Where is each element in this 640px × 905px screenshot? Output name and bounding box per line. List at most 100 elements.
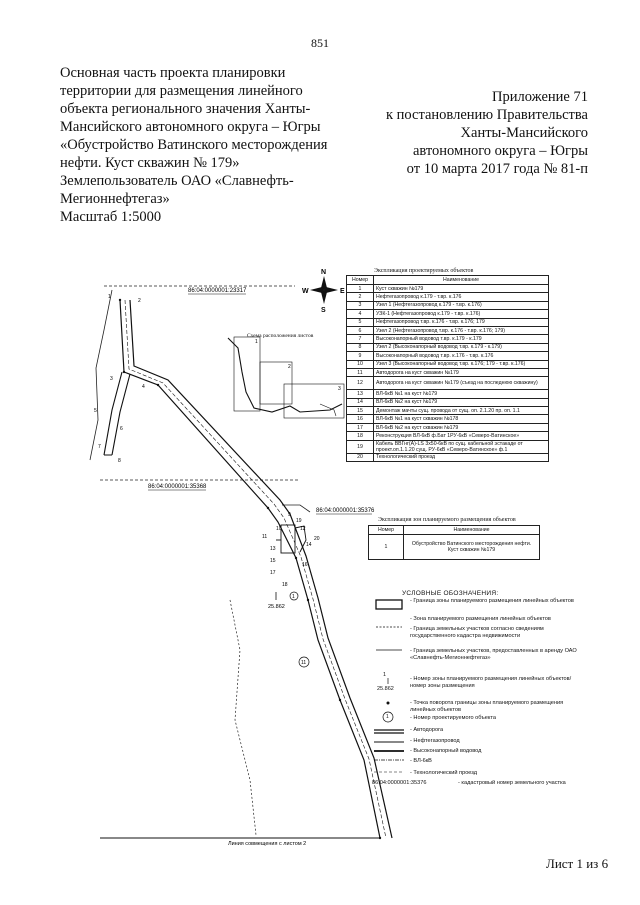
legend-item: - Точка поворота границы зоны планируемо… [410, 700, 564, 713]
legend-item: - Автодорога [410, 727, 444, 733]
appendix-header: Приложение 71 к постановлению Правительс… [380, 88, 588, 178]
scheme-caption: Схема расположения листов [247, 333, 314, 339]
map-number: 6 [120, 426, 123, 432]
map-number: 5 [94, 408, 97, 414]
zones-table: Номер Наименование 1 Обустройство Ватинс… [368, 525, 540, 560]
cell-number: 3 [346, 300, 374, 311]
column-header: Наименование [403, 525, 540, 535]
cell-number: 15 [346, 406, 374, 416]
scheme-sheet-number: 2 [288, 364, 291, 370]
legend-item: - Нефтегазопровод [410, 738, 460, 744]
cell-number: 11 [346, 367, 374, 378]
legend-item: - Высоконапорный водовод [410, 748, 482, 754]
svg-text:S: S [321, 307, 326, 314]
cell-number: 18 [346, 431, 374, 441]
parcel-boundary [282, 504, 311, 513]
cell-number: 17 [346, 422, 374, 433]
pad-cluster [276, 524, 307, 554]
cell-number: 16 [346, 414, 374, 424]
svg-text:W: W [302, 288, 309, 295]
map-number: 9 [288, 512, 291, 518]
cell-name: ВЛ-6кВ №1 на куст №179 [373, 389, 549, 399]
cell-number: 8 [346, 342, 374, 353]
cadastral-example: 86:04:0000001:35376 [372, 780, 427, 786]
title-line: «Обустройство Ватинского месторождения [60, 137, 328, 153]
map-number: 20 [314, 536, 320, 542]
cell-number: 13 [346, 389, 374, 399]
object-number-symbol [382, 711, 394, 723]
turning-point [156, 383, 160, 387]
appendix-line: от 10 марта 2017 года № 81-п [406, 161, 588, 177]
cell-number: 7 [346, 334, 374, 344]
legend-item: - Номер проектируемого объекта [410, 715, 497, 721]
compass-rose-icon: N S W E [302, 269, 345, 314]
appendix-line: к постановлению Правительства [386, 107, 588, 123]
cell-number: 14 [346, 397, 374, 408]
map-number: 19 [296, 518, 302, 524]
map-number: 4 [142, 384, 145, 390]
cell-name: Нефтегазопровод к.179 - т.вр. к.176 [373, 292, 549, 302]
object-number: 1 [292, 594, 295, 600]
turning-point [338, 698, 342, 702]
appendix-line: Приложение 71 [492, 89, 588, 105]
cell-name: Узел 3 (Высоконапорный водовод т.вр. к.1… [373, 359, 549, 369]
legend-item: - Граница земельных участков, предоставл… [410, 648, 577, 661]
cell-number: 1 [346, 283, 374, 294]
turning-point [122, 370, 126, 374]
turning-points [118, 298, 382, 840]
map-number: 8 [118, 458, 121, 464]
map-number: 18 [282, 582, 288, 588]
document-title: Основная часть проекта планировки террит… [60, 64, 350, 226]
zone-number-mark: 25.862 [268, 604, 285, 610]
cadastral-label: 86:04:0000001:23317 [188, 288, 247, 294]
map-number-labels: 1 2 3 4 5 6 7 8 9 10 11 12 13 14 15 16 1… [94, 294, 320, 588]
cell-name: Обустройство Ватинского месторождения не… [403, 534, 540, 560]
legend-item: - Зона планируемого размещения линейных … [410, 616, 551, 622]
map-number: 10 [276, 526, 282, 532]
legend-item: - Технологический проезд [410, 770, 478, 776]
cell-name: Высоконапорный водовод т.вр. к.176 - т.в… [373, 351, 549, 361]
cell-name: Узел 1 (Нефтегазопровод к.179 - т.вр. к.… [373, 300, 549, 311]
title-line: нефти. Куст скважин № 179» [60, 155, 240, 171]
sheet-number: Лист 1 из 6 [546, 856, 609, 871]
cell-name: Узел 2 (Нефтегазопровод т.вр. к.176 - т.… [373, 325, 549, 336]
turning-point [266, 506, 270, 510]
zone-symbol-bottom: 25.862 [377, 686, 394, 692]
scheme-sheet-number: 3 [338, 386, 341, 392]
objects-table-caption: Экспликация проектируемых объектов [374, 268, 474, 274]
table-row: 1 Обустройство Ватинского месторождения … [368, 534, 540, 560]
map-number: 16 [302, 562, 308, 568]
svg-text:E: E [340, 288, 345, 295]
cell-name: Демонтаж мачты сущ. провода от сущ. оп. … [373, 406, 549, 416]
object-symbol-number: 1 [386, 714, 389, 720]
map-number: 3 [110, 376, 113, 382]
column-header: Номер [346, 275, 374, 285]
cell-name: Высоконапорный водовод т.вр. к.179 - к.1… [373, 334, 549, 344]
cell-name: УЗК-1 (Нефтегазопровод к.179 - т.вр. к.1… [373, 309, 549, 319]
title-line: Основная часть проекта планировки [60, 65, 286, 81]
svg-text:N: N [321, 269, 326, 276]
scheme-sheet-number: 1 [255, 339, 258, 345]
cadastral-label: 86:04:0000001:35368 [148, 484, 207, 490]
zones-table-caption: Экспликация зон планируемого размещения … [378, 517, 516, 523]
zone-boundary-symbol [375, 599, 403, 610]
legend-item: - Граница земельных участков согласно св… [410, 626, 544, 639]
cell-name: Автодорога на куст скважин №179 (съезд н… [373, 376, 549, 391]
